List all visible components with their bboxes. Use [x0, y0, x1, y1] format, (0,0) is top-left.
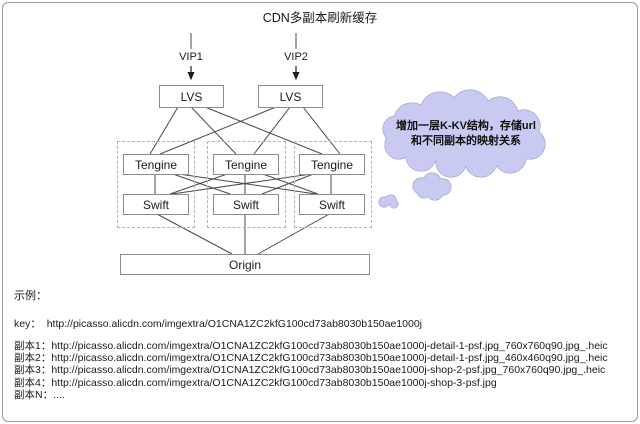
- tengine-node-1: Tengine: [123, 154, 189, 175]
- tengine-node-3: Tengine: [299, 154, 365, 175]
- replica-group-1: [117, 141, 195, 228]
- example-section-label: 示例：: [14, 290, 47, 302]
- replica-label: 副本3：: [14, 364, 52, 377]
- replica-row-n: 副本N：....: [14, 389, 608, 401]
- replica-label: 副本2：: [14, 352, 52, 365]
- diagram-title: CDN多副本刷新缓存: [262, 11, 378, 25]
- key-line: key： http://picasso.alicdn.com/imgextra/…: [14, 316, 422, 331]
- replica-url: http://picasso.alicdn.com/imgextra/O1CNA…: [51, 376, 497, 389]
- replica-row-4: 副本4：http://picasso.alicdn.com/imgextra/O…: [14, 377, 608, 389]
- replica-label: 副本1：: [14, 340, 52, 352]
- replica-label: 副本N：: [14, 388, 54, 401]
- replica-group-2: [207, 141, 286, 228]
- origin-node: Origin: [120, 254, 370, 275]
- cloud-note-line2: 和不同副本的映射关系: [411, 134, 521, 147]
- replica-label: 副本4：: [14, 376, 52, 389]
- key-label: key：: [14, 318, 47, 330]
- cloud-note: 增加一层K-KV结构，存储url 和不同副本的映射关系: [388, 119, 544, 148]
- replica-row-3: 副本3：http://picasso.alicdn.com/imgextra/O…: [14, 364, 608, 376]
- replica-url: ....: [53, 388, 65, 401]
- replica-row-2: 副本2：http://picasso.alicdn.com/imgextra/O…: [14, 352, 608, 364]
- lvs-node-1: LVS: [159, 85, 224, 108]
- tengine-node-2: Tengine: [213, 154, 279, 175]
- swift-node-1: Swift: [123, 194, 189, 215]
- swift-node-2: Swift: [213, 194, 279, 215]
- cloud-note-line1: 增加一层K-KV结构，存储url: [396, 120, 536, 132]
- swift-node-3: Swift: [299, 194, 365, 215]
- replica-url: http://picasso.alicdn.com/imgextra/O1CNA…: [51, 352, 608, 365]
- vip1-label: VIP1: [179, 51, 203, 63]
- lvs-node-2: LVS: [258, 85, 323, 108]
- replica-url: http://picasso.alicdn.com/imgextra/O1CNA…: [51, 340, 608, 352]
- replica-group-3: [294, 141, 372, 228]
- key-url: http://picasso.alicdn.com/imgextra/O1CNA…: [46, 318, 422, 330]
- replica-url: http://picasso.alicdn.com/imgextra/O1CNA…: [51, 364, 606, 377]
- vip2-label: VIP2: [284, 51, 308, 63]
- replica-url-list: 副本1：http://picasso.alicdn.com/imgextra/O…: [14, 340, 608, 401]
- replica-row-1: 副本1：http://picasso.alicdn.com/imgextra/O…: [14, 340, 608, 352]
